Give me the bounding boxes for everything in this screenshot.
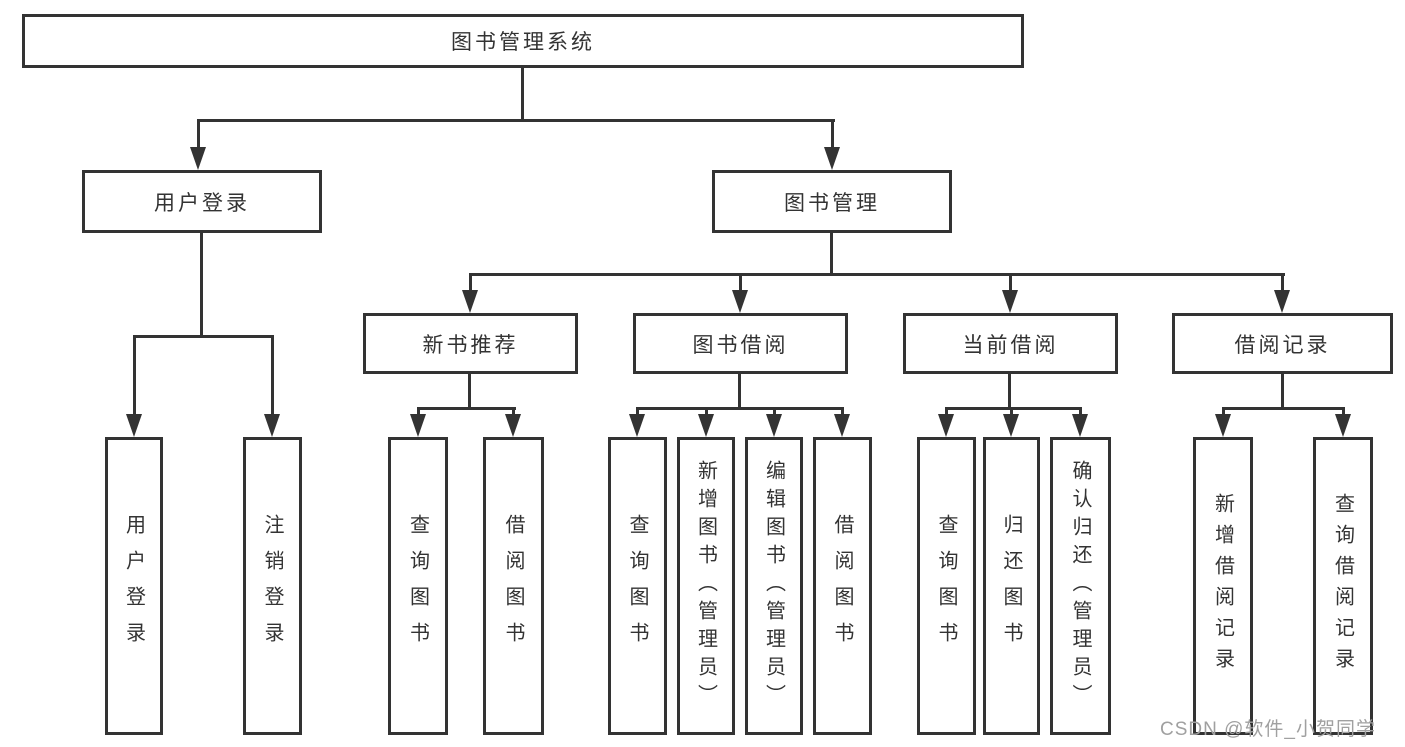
- arrow-down-icon: [126, 414, 142, 437]
- leaf-query-books-1: 查询图书: [388, 437, 448, 735]
- leaf-add-borrow-record: 新增借阅记录: [1193, 437, 1253, 735]
- watermark: CSDN @软件_小贺同学: [1160, 719, 1376, 740]
- arrow-down-icon: [1274, 290, 1290, 313]
- node-label: 图书管理: [784, 191, 880, 215]
- connector-line: [945, 407, 948, 417]
- connector-line: [271, 335, 274, 414]
- leaf-user-login: 用户登录: [105, 437, 163, 735]
- node-current-borrowing: 当前借阅: [903, 313, 1118, 374]
- leaf-add-book-admin: 新增图书（管理员）: [677, 437, 735, 735]
- connector-line: [830, 233, 833, 276]
- leaf-confirm-return-admin: 确认归还（管理员）: [1050, 437, 1111, 735]
- node-new-book-recommend: 新书推荐: [363, 313, 578, 374]
- node-user-login: 用户登录: [82, 170, 322, 233]
- connector-line: [739, 273, 742, 293]
- arrow-down-icon: [824, 147, 840, 170]
- connector-line: [1222, 407, 1225, 417]
- connector-line: [521, 68, 524, 122]
- connector-line: [841, 407, 844, 417]
- arrow-down-icon: [938, 414, 954, 437]
- arrow-down-icon: [1002, 290, 1018, 313]
- leaf-borrow-books-1: 借阅图书: [483, 437, 544, 735]
- connector-line: [738, 374, 741, 410]
- node-book-borrowing: 图书借阅: [633, 313, 848, 374]
- arrow-down-icon: [190, 147, 206, 170]
- node-label: 用户登录: [154, 191, 250, 215]
- connector-line: [200, 233, 203, 338]
- connector-line: [197, 119, 835, 122]
- leaf-label: 新增图书（管理员）: [694, 460, 717, 712]
- arrow-down-icon: [462, 290, 478, 313]
- node-label: 当前借阅: [962, 333, 1059, 357]
- connector-line: [945, 407, 1082, 410]
- connector-line: [1342, 407, 1345, 417]
- node-label: 图书管理系统: [451, 31, 595, 54]
- connector-line: [1281, 374, 1284, 410]
- connector-line: [469, 273, 472, 293]
- connector-line: [468, 374, 471, 410]
- leaf-logout: 注销登录: [243, 437, 302, 735]
- connector-line: [1222, 407, 1345, 410]
- leaf-query-borrow-record: 查询借阅记录: [1313, 437, 1373, 735]
- leaf-label: 归还图书: [1000, 514, 1022, 658]
- connector-line: [469, 273, 1285, 276]
- leaf-return-books: 归还图书: [983, 437, 1040, 735]
- leaf-label: 新增借阅记录: [1211, 493, 1234, 679]
- connector-line: [831, 119, 834, 150]
- leaf-query-books-3: 查询图书: [917, 437, 976, 735]
- arrow-down-icon: [1215, 414, 1231, 437]
- node-label: 新书推荐: [422, 333, 519, 357]
- leaf-label: 注销登录: [261, 514, 283, 658]
- node-label: 借阅记录: [1234, 333, 1331, 357]
- connector-line: [1281, 273, 1284, 293]
- leaf-label: 查询图书: [406, 514, 429, 658]
- arrow-down-icon: [505, 414, 521, 437]
- node-borrow-records: 借阅记录: [1172, 313, 1393, 374]
- leaf-label: 查询图书: [935, 514, 957, 658]
- connector-line: [1010, 407, 1013, 417]
- arrow-down-icon: [264, 414, 280, 437]
- node-library-system: 图书管理系统: [22, 14, 1024, 68]
- connector-line: [705, 407, 708, 417]
- leaf-edit-book-admin: 编辑图书（管理员）: [745, 437, 803, 735]
- connector-line: [417, 407, 420, 417]
- connector-line: [417, 407, 516, 410]
- leaf-label: 借阅图书: [502, 514, 524, 658]
- leaf-query-books-2: 查询图书: [608, 437, 667, 735]
- connector-line: [1079, 407, 1082, 417]
- leaf-borrow-books-2: 借阅图书: [813, 437, 872, 735]
- arrow-down-icon: [834, 414, 850, 437]
- connector-line: [512, 407, 515, 417]
- connector-line: [636, 407, 639, 417]
- node-label: 图书借阅: [692, 333, 789, 357]
- arrow-down-icon: [1072, 414, 1088, 437]
- leaf-label: 编辑图书（管理员）: [762, 460, 785, 712]
- leaf-label: 确认归还（管理员）: [1069, 460, 1091, 712]
- arrow-down-icon: [732, 290, 748, 313]
- connector-line: [1008, 374, 1011, 410]
- leaf-label: 借阅图书: [831, 514, 853, 658]
- arrow-down-icon: [1003, 414, 1019, 437]
- arrow-down-icon: [766, 414, 782, 437]
- arrow-down-icon: [1335, 414, 1351, 437]
- connector-line: [1009, 273, 1012, 293]
- connector-line: [133, 335, 136, 414]
- node-book-management: 图书管理: [712, 170, 952, 233]
- arrow-down-icon: [698, 414, 714, 437]
- connector-line: [133, 335, 274, 338]
- leaf-label: 查询图书: [626, 514, 648, 658]
- arrow-down-icon: [410, 414, 426, 437]
- connector-line: [197, 119, 200, 150]
- connector-line: [773, 407, 776, 417]
- leaf-label: 用户登录: [122, 514, 145, 658]
- arrow-down-icon: [629, 414, 645, 437]
- leaf-label: 查询借阅记录: [1331, 493, 1354, 679]
- connector-line: [636, 407, 844, 410]
